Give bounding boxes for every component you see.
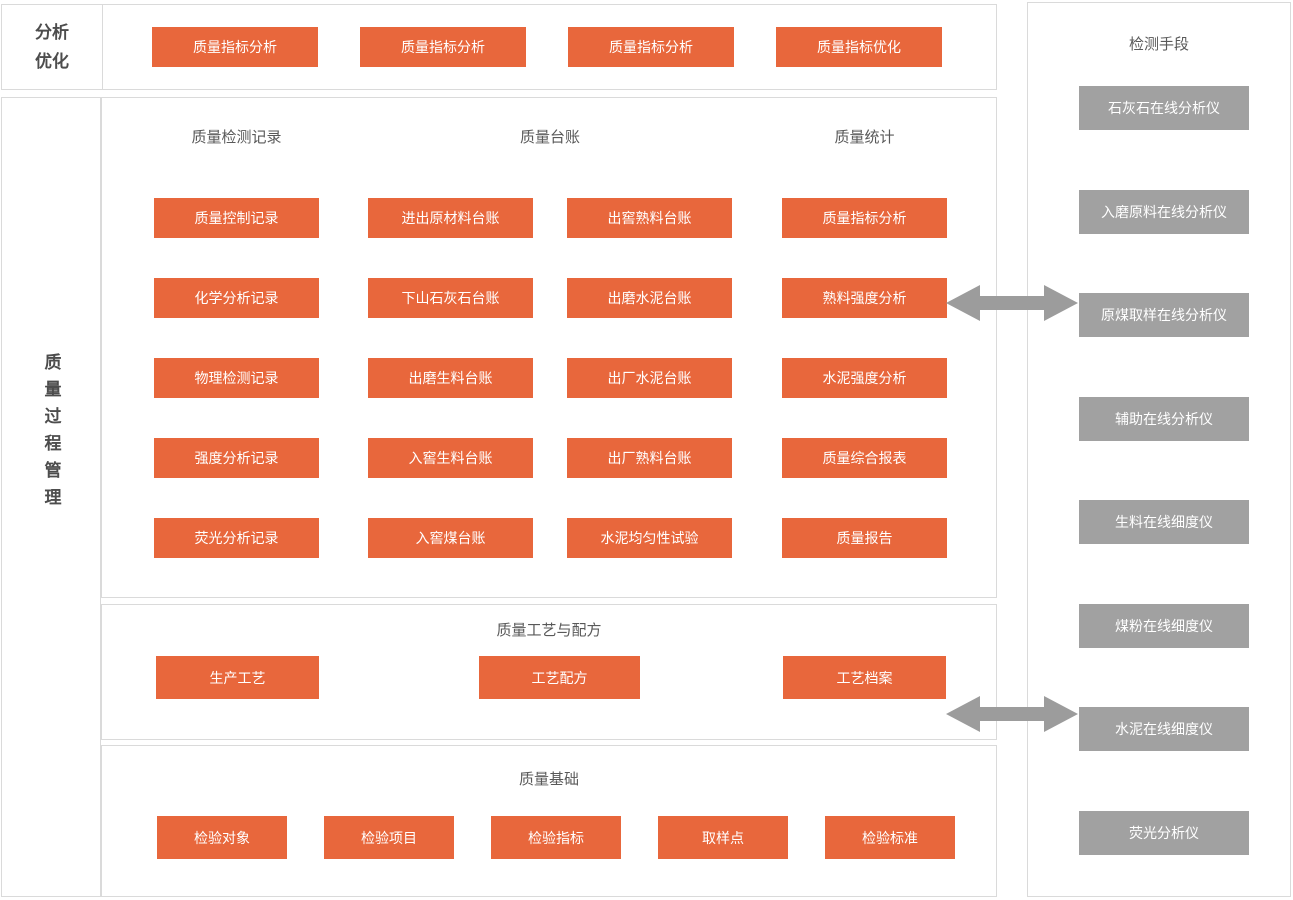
quality-foundation-section: 质量基础 检验对象检验项目检验指标取样点检验标准 [101,745,997,897]
device-button[interactable]: 原煤取样在线分析仪 [1079,293,1249,337]
module-button[interactable]: 工艺配方 [479,656,640,699]
module-button[interactable]: 下山石灰石台账 [368,278,533,318]
double-arrow-icon [946,696,1078,732]
module-button[interactable]: 质量指标分析 [568,27,734,67]
module-button[interactable]: 进出原材料台账 [368,198,533,238]
module-button[interactable]: 取样点 [658,816,788,859]
module-button[interactable]: 检验项目 [324,816,454,859]
module-button[interactable]: 化学分析记录 [154,278,319,318]
module-button[interactable]: 水泥均匀性试验 [567,518,732,558]
analysis-optimization-label-line1: 分析 [35,23,69,42]
module-button[interactable]: 生产工艺 [156,656,319,699]
module-button[interactable]: 熟料强度分析 [782,278,947,318]
module-button[interactable]: 物理检测记录 [154,358,319,398]
module-button[interactable]: 质量报告 [782,518,947,558]
analysis-optimization-buttons: 质量指标分析 质量指标分析 质量指标分析 质量指标优化 [102,5,996,89]
detection-methods-panel: 检测手段 石灰石在线分析仪入磨原料在线分析仪原煤取样在线分析仪辅助在线分析仪生料… [1027,2,1291,897]
module-button[interactable]: 出厂熟料台账 [567,438,732,478]
module-button[interactable]: 出厂水泥台账 [567,358,732,398]
statistics-column: 质量指标分析熟料强度分析水泥强度分析质量综合报表质量报告 [782,98,947,558]
double-arrow-icon [946,285,1078,321]
inspection-records-header: 质量检测记录 [191,129,282,146]
detection-methods-header: 检测手段 [1128,36,1189,53]
device-button[interactable]: 荧光分析仪 [1079,810,1249,855]
module-button[interactable]: 荧光分析记录 [154,518,319,558]
module-button[interactable]: 质量指标优化 [776,27,942,67]
quality-records-section: 质量检测记录 质量台账 质量统计 质量控制记录化学分析记录物理检测记录强度分析记… [101,97,997,598]
quality-foundation-header: 质量基础 [518,771,579,788]
device-button[interactable]: 入磨原料在线分析仪 [1079,189,1249,234]
module-button[interactable]: 检验标准 [825,816,955,859]
device-button[interactable]: 辅助在线分析仪 [1079,396,1249,441]
analysis-optimization-label: 分析 优化 [2,5,103,89]
device-button[interactable]: 水泥在线细度仪 [1079,707,1249,751]
module-button[interactable]: 出窖熟料台账 [567,198,732,238]
ledger-column-right: 出窖熟料台账出磨水泥台账出厂水泥台账出厂熟料台账水泥均匀性试验 [567,98,732,558]
module-button[interactable]: 质量指标分析 [360,27,526,67]
module-button[interactable]: 质量综合报表 [782,438,947,478]
module-button[interactable]: 质量控制记录 [154,198,319,238]
quality-statistics-header: 质量统计 [834,129,895,146]
module-button[interactable]: 检验指标 [491,816,621,859]
inspection-records-column: 质量控制记录化学分析记录物理检测记录强度分析记录荧光分析记录 [154,98,319,558]
module-button[interactable]: 质量指标分析 [782,198,947,238]
quality-process-management-label: 质量过程管理 [41,353,61,515]
detection-device-list: 石灰石在线分析仪入磨原料在线分析仪原煤取样在线分析仪辅助在线分析仪生料在线细度仪… [1079,86,1249,855]
quality-foundation-buttons: 检验对象检验项目检验指标取样点检验标准 [102,816,955,859]
module-button[interactable]: 强度分析记录 [154,438,319,478]
module-button[interactable]: 水泥强度分析 [782,358,947,398]
process-recipe-header: 质量工艺与配方 [496,622,602,639]
analysis-optimization-label-line2: 优化 [35,52,69,71]
module-button[interactable]: 检验对象 [157,816,287,859]
analysis-optimization-band: 分析 优化 质量指标分析 质量指标分析 质量指标分析 质量指标优化 [1,4,997,90]
module-button[interactable]: 入窖煤台账 [368,518,533,558]
process-recipe-section: 质量工艺与配方 生产工艺 工艺配方 工艺档案 [101,604,997,740]
module-button[interactable]: 入窖生料台账 [368,438,533,478]
quality-process-management-cell: 质量过程管理 [1,97,101,897]
device-button[interactable]: 生料在线细度仪 [1079,500,1249,544]
device-button[interactable]: 煤粉在线细度仪 [1079,603,1249,648]
module-button[interactable]: 质量指标分析 [152,27,318,67]
module-button[interactable]: 工艺档案 [783,656,946,699]
module-button[interactable]: 出磨生料台账 [368,358,533,398]
ledger-column-left: 进出原材料台账下山石灰石台账出磨生料台账入窖生料台账入窖煤台账 [368,98,533,558]
module-button[interactable]: 出磨水泥台账 [567,278,732,318]
quality-ledger-header: 质量台账 [519,129,580,146]
device-button[interactable]: 石灰石在线分析仪 [1079,86,1249,130]
